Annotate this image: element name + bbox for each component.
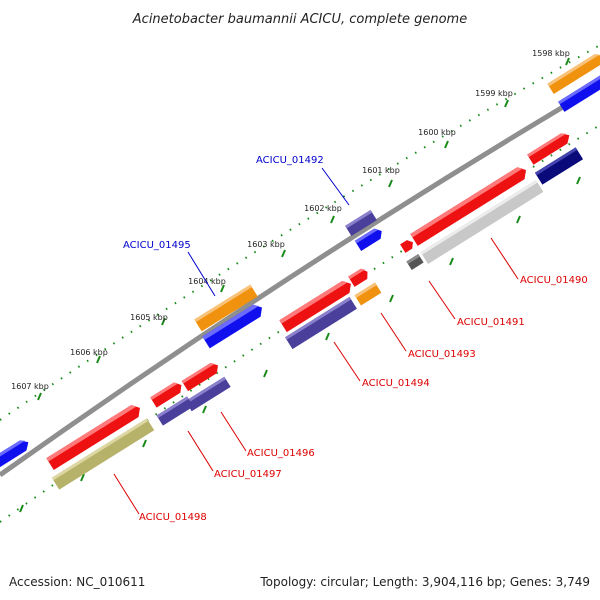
gene-label-01494[interactable]: ACICU_01494 <box>362 378 430 389</box>
gene-feature-orange-01493[interactable] <box>354 282 382 306</box>
leader-01493 <box>380 312 407 352</box>
kbp-tick <box>330 215 335 224</box>
leader-01496 <box>220 411 247 452</box>
kbp-tick <box>516 215 521 224</box>
leader-01495 <box>187 251 216 297</box>
gene-label-01491[interactable]: ACICU_01491 <box>457 317 525 328</box>
gene-feature-red-01497[interactable] <box>150 380 184 408</box>
gene-label-01498[interactable]: ACICU_01498 <box>139 512 207 523</box>
gene-feature-purple-01497[interactable] <box>156 396 194 426</box>
kbp-tick <box>388 179 393 188</box>
gene-label-01495[interactable]: ACICU_01495 <box>123 240 191 251</box>
gene-feature-olive-01498[interactable] <box>51 418 155 490</box>
leader-01498 <box>113 473 140 515</box>
kbp-label: 1599 kbp <box>475 89 513 98</box>
gene-feature-red-01498[interactable] <box>46 402 143 471</box>
kbp-tick <box>19 504 24 513</box>
kbp-label: 1598 kbp <box>532 49 570 58</box>
kbp-tick <box>80 473 85 482</box>
leader-01492 <box>321 167 350 206</box>
gene-feature-purple-01496[interactable] <box>185 376 231 412</box>
gene-feature-gray-01490[interactable] <box>420 180 544 264</box>
gene-label-01493[interactable]: ACICU_01493 <box>408 349 476 360</box>
gene-feature-red-01491[interactable] <box>400 238 415 253</box>
kbp-tick <box>263 369 268 378</box>
kbp-label: 1605 kbp <box>130 313 168 322</box>
map-title: Acinetobacter baumannii ACICU, complete … <box>132 12 467 27</box>
kbp-tick <box>220 284 225 293</box>
gene-features <box>0 51 600 490</box>
kbp-tick <box>161 317 166 326</box>
gene-feature-blue-1598[interactable] <box>558 71 600 112</box>
kbp-tick <box>565 57 570 66</box>
genome-summary-text: Topology: circular; Length: 3,904,116 bp… <box>259 575 590 589</box>
kbp-label: 1607 kbp <box>11 382 49 391</box>
kbp-tick <box>96 355 101 364</box>
gene-label-01492[interactable]: ACICU_01492 <box>256 155 324 166</box>
kbp-tick <box>202 405 207 414</box>
genome-backbone <box>0 82 600 478</box>
gene-feature-orange-01495[interactable] <box>194 284 258 332</box>
leader-01490 <box>490 237 519 280</box>
gene-feature-red-a[interactable] <box>527 130 572 165</box>
gene-labels: ACICU_01492 ACICU_01495 ACICU_01490 ACIC… <box>123 155 588 523</box>
kbp-tick <box>576 176 581 185</box>
gene-label-01490[interactable]: ACICU_01490 <box>520 275 588 286</box>
accession-text: Accession: NC_010611 <box>9 575 145 589</box>
gene-feature-orange-1598[interactable] <box>547 51 600 94</box>
kbp-label: 1604 kbp <box>188 277 226 286</box>
label-leaders <box>113 167 519 515</box>
kbp-label: 1603 kbp <box>247 240 285 249</box>
kbp-label: 1601 kbp <box>362 166 400 175</box>
gene-feature-blue-01492[interactable] <box>354 226 385 251</box>
gene-feature-red-01490[interactable] <box>410 164 529 246</box>
gene-feature-red-01494[interactable] <box>279 278 354 333</box>
gene-feature-blue-left[interactable] <box>0 437 32 472</box>
gene-feature-purple-01494[interactable] <box>285 296 357 350</box>
kbp-tick <box>281 249 286 258</box>
kbp-tick <box>504 99 509 108</box>
leader-01494 <box>333 341 361 382</box>
gene-label-01496[interactable]: ACICU_01496 <box>247 448 315 459</box>
kbp-tick <box>325 332 330 341</box>
gene-label-01497[interactable]: ACICU_01497 <box>214 469 282 480</box>
kbp-tick <box>444 140 449 149</box>
gene-feature-blue-01495[interactable] <box>202 302 265 349</box>
kbp-label: 1600 kbp <box>418 128 456 137</box>
gene-feature-purple-01492[interactable] <box>345 209 377 237</box>
leader-01491 <box>428 280 456 320</box>
kbp-tick <box>37 392 42 401</box>
kbp-tick <box>142 439 147 448</box>
gene-feature-darkgray-01491[interactable] <box>406 254 424 270</box>
ruler-lower <box>0 124 600 523</box>
gene-feature-red-01493[interactable] <box>348 267 370 287</box>
leader-01497 <box>187 430 214 472</box>
ruler-upper: 1598 kbp 1599 kbp 1600 kbp 1601 kbp 1602… <box>0 44 600 421</box>
ruler-upper-dots <box>0 44 600 421</box>
gene-feature-navy-a[interactable] <box>534 147 584 185</box>
kbp-tick <box>389 294 394 303</box>
gene-feature-red-01496[interactable] <box>181 360 221 392</box>
kbp-tick <box>449 257 454 266</box>
kbp-label: 1602 kbp <box>304 204 342 213</box>
kbp-label: 1606 kbp <box>70 348 108 357</box>
